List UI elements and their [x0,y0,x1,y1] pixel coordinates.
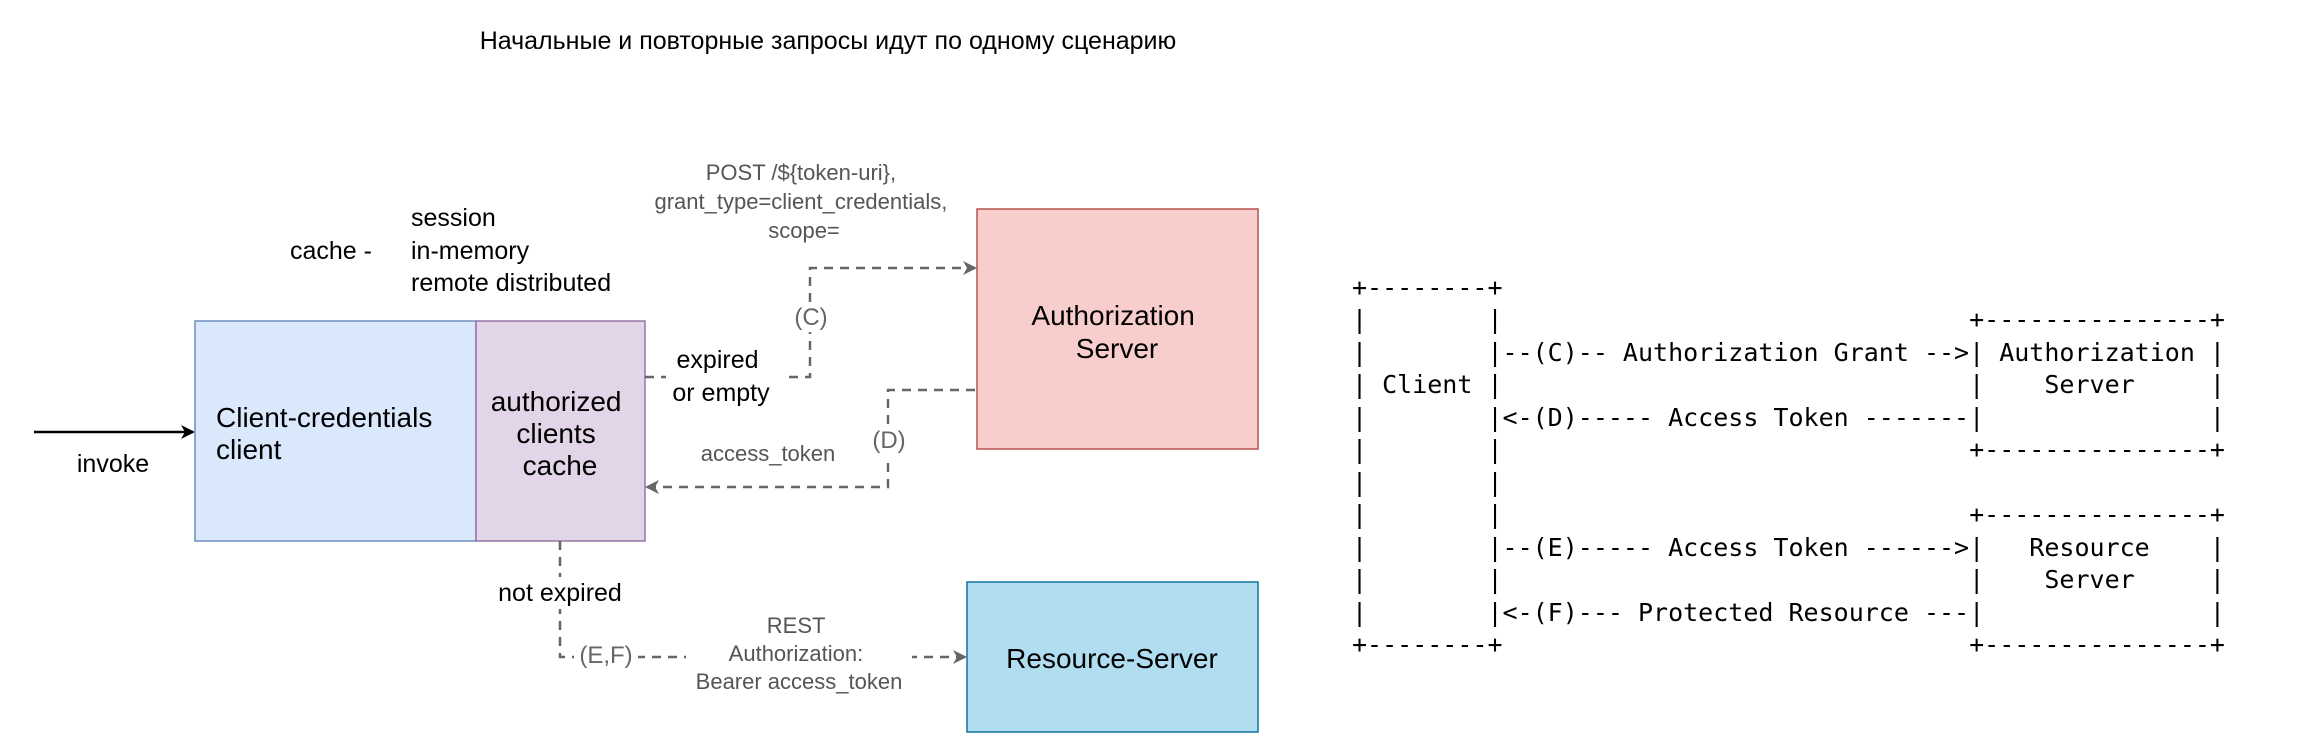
ascii-line: +--------+ [1352,273,1503,302]
authorization-server-node [976,208,1259,450]
invoke-label: invoke [77,450,149,478]
step-c-label: (C) [794,304,827,331]
ascii-line: | | [1352,468,1503,497]
ascii-line: | |--(C)-- Authorization Grant -->| Auth… [1352,338,2225,367]
not-expired-label: not expired [498,579,622,607]
step-ef-label: (E,F) [579,642,632,669]
cache-type-remote: remote distributed [411,269,611,297]
access-token-label: access_token [701,441,836,466]
ascii-line: | | | Server | [1352,565,2225,594]
cache-node-label: authorized clients cache [491,386,630,481]
ascii-line: | |--(E)----- Access Token ------>| Reso… [1352,533,2225,562]
resource-server-node [966,581,1259,733]
token-request-label: POST /${token-uri}, grant_type=client_cr… [654,160,953,243]
authorized-clients-cache-node [475,320,646,542]
ascii-line: | | +---------------+ [1352,500,2225,529]
client-node-label: Client-credentials client [216,402,440,465]
ascii-line: | | +---------------+ [1352,305,2225,334]
rest-request-label: REST Authorization: Bearer access_token [696,613,903,694]
ascii-flow-diagram: +--------+ | | +---------------+ | |--(C… [1352,273,2225,659]
page-title: Начальные и повторные запросы идут по од… [480,27,1177,55]
cache-prefix-label: cache - [290,237,372,265]
expired-or-empty-label: expired or empty [672,346,770,407]
ascii-line: | |<-(F)--- Protected Resource ---| | [1352,598,2225,627]
cache-type-in-memory: in-memory [411,237,530,265]
step-d-label: (D) [872,427,905,454]
ascii-line: | Client | | Server | [1352,370,2225,399]
auth-server-label: Authorization Server [1031,300,1202,364]
resource-server-label: Resource-Server [1006,643,1218,674]
ascii-line: | | +---------------+ [1352,435,2225,464]
cache-type-session: session [411,204,496,232]
ascii-line: | |<-(D)----- Access Token -------| | [1352,403,2225,432]
client-credentials-node [194,320,477,542]
cache-types-label: session in-memory remote distributed [411,204,611,297]
ascii-line: +--------+ +---------------+ [1352,630,2225,659]
